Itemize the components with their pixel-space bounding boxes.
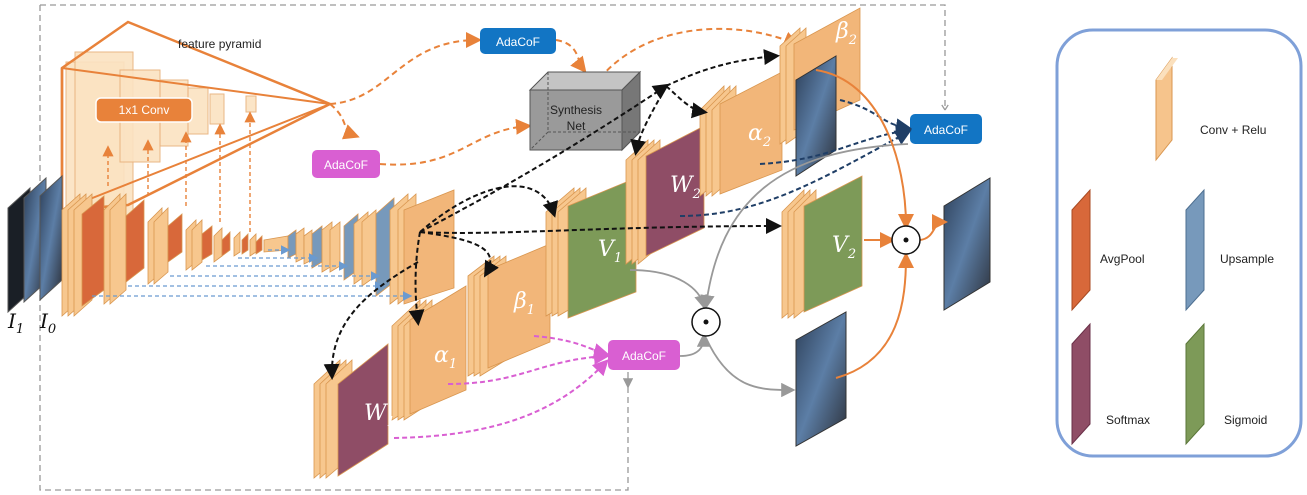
svg-text:Upsample: Upsample: [1220, 252, 1274, 266]
legend-upsample: Upsample: [1185, 188, 1274, 312]
unet-backbone: [61, 189, 455, 317]
legend-avgpool: AvgPool: [1071, 188, 1144, 312]
legend-conv-relu: Conv + Relu: [1155, 56, 1266, 162]
legend-sigmoid: Sigmoid: [1185, 322, 1267, 446]
multiply-node-1: [691, 307, 721, 337]
output-frame: [943, 177, 991, 311]
adacof-bottom-magenta: AdaCoF: [608, 340, 680, 370]
warped-frame-upper: [795, 55, 837, 177]
symbol-v2: V2: [832, 233, 856, 262]
conv1x1-box: [95, 97, 193, 123]
symbol-alpha2: α2: [748, 121, 771, 150]
input-i0-label: I0: [39, 309, 56, 337]
svg-text:Net: Net: [567, 119, 586, 133]
svg-text:Sigmoid: Sigmoid: [1224, 413, 1267, 427]
svg-text:AdaCoF: AdaCoF: [924, 123, 968, 137]
svg-text:AdaCoF: AdaCoF: [496, 35, 540, 49]
adacof-right-blue: AdaCoF: [910, 114, 982, 144]
symbol-w2: W2: [670, 173, 701, 202]
adacof-left-magenta: AdaCoF: [312, 150, 380, 178]
branch-1: [313, 177, 637, 479]
symbol-beta1: β1: [513, 289, 535, 318]
legend-softmax: Softmax: [1071, 322, 1150, 446]
svg-text:AdaCoF: AdaCoF: [324, 158, 368, 172]
svg-text:Synthesis: Synthesis: [550, 103, 602, 117]
legend: Conv + Relu AvgPool Upsample Softmax Sig…: [1055, 28, 1303, 458]
symbol-alpha1: α1: [434, 343, 457, 372]
adacof-top: AdaCoF: [480, 28, 556, 54]
svg-text:Softmax: Softmax: [1106, 413, 1150, 427]
svg-text:AdaCoF: AdaCoF: [622, 349, 666, 363]
feature-pyramid-label: feature pyramid: [178, 37, 261, 51]
warped-frame-lower: [795, 311, 847, 447]
symbol-v1: V1: [598, 237, 622, 266]
outer-dashed-frame: [39, 4, 951, 491]
svg-text:Conv + Relu: Conv + Relu: [1200, 123, 1266, 137]
multiply-node-2: [891, 225, 921, 255]
input-i1-label: I1: [7, 309, 24, 337]
svg-text:AvgPool: AvgPool: [1100, 252, 1144, 266]
synthesis-net: Synthesis Net: [528, 70, 642, 152]
input-frames: I1 I0: [7, 174, 63, 337]
branch-2: [625, 7, 863, 319]
conv1x1-label: 1x1 Conv: [119, 103, 170, 117]
symbol-w1: W1: [364, 401, 395, 430]
symbol-beta2: β2: [835, 19, 857, 48]
